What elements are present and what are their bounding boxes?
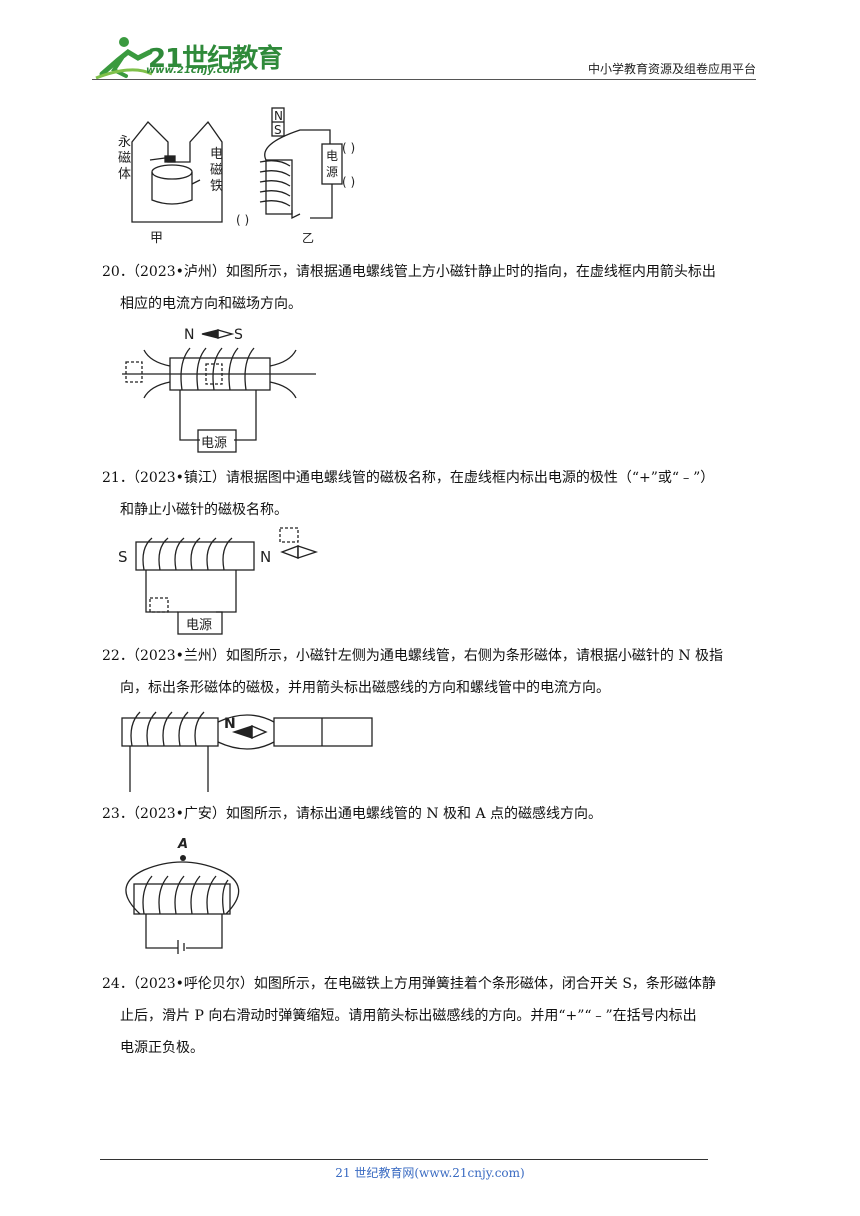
- label-power-2: 源: [326, 165, 338, 179]
- question-number: 24．: [102, 976, 134, 992]
- paren-top: ( ): [342, 141, 355, 155]
- question-text: （2023•泸州）如图所示，请根据通电螺线管上方小磁针静止时的指向，在虚线框内用…: [126, 264, 716, 280]
- label-permanent-3: 体: [118, 167, 131, 182]
- figure-19: 永 磁 体 电 磁 铁 甲 N S 电 源 ( ) ( ) ( ) 乙: [118, 107, 355, 246]
- paren-left: ( ): [236, 213, 249, 227]
- question-text-2: 向，标出条形磁体的磁极，并用箭头标出磁感线的方向和螺线管中的电流方向。: [120, 680, 610, 696]
- needle-s: S: [234, 327, 243, 343]
- needle-n: N: [224, 716, 236, 732]
- label-n: N: [274, 109, 283, 123]
- question-number: 21．: [102, 470, 134, 486]
- question-text: （2023•呼伦贝尔）如图所示，在电磁铁上方用弹簧挂着个条形磁体，闭合开关 S，…: [126, 976, 716, 992]
- question-text: （2023•镇江）请根据图中通电螺线管的磁极名称，在虚线框内标出电源的极性（“+…: [126, 470, 715, 486]
- pole-n: N: [260, 548, 271, 566]
- question-text-2: 止后，滑片 P 向右滑动时弹簧缩短。请用箭头标出磁感线的方向。并用“+”“﹣”在…: [120, 1008, 697, 1024]
- label-power-1: 电: [326, 149, 338, 163]
- power-label: 电源: [201, 436, 227, 451]
- question-21: 21．（2023•镇江）请根据图中通电螺线管的磁极名称，在虚线框内标出电源的极性…: [102, 462, 772, 526]
- label-electro-3: 铁: [210, 179, 223, 194]
- logo-runner-icon: [95, 37, 153, 80]
- question-23: 23．（2023•广安）如图所示，请标出通电螺线管的 N 极和 A 点的磁感线方…: [102, 798, 772, 830]
- question-number: 22．: [102, 648, 134, 664]
- footer-link[interactable]: 21 世纪教育网(www.21cnjy.com): [335, 1166, 525, 1180]
- pole-s: S: [118, 548, 128, 566]
- label-permanent-1: 永: [118, 135, 131, 150]
- logo-url: www.21cnjy.com: [146, 65, 240, 76]
- label-permanent-2: 磁: [118, 151, 131, 166]
- caption-a: 甲: [150, 231, 163, 246]
- figure-20: N S 电源: [122, 327, 316, 453]
- power-label: 电源: [186, 618, 212, 633]
- question-number: 20．: [102, 264, 134, 280]
- figure-19-a: [131, 120, 223, 223]
- label-electro-2: 磁: [210, 163, 223, 178]
- point-a: A: [177, 837, 188, 852]
- needle-n: N: [184, 327, 194, 343]
- figure-19-b: [259, 107, 343, 220]
- question-text-3: 电源正负极。: [120, 1040, 204, 1056]
- figure-21: S N 电源: [118, 527, 319, 635]
- question-20: 20．（2023•泸州）如图所示，请根据通电螺线管上方小磁针静止时的指向，在虚线…: [102, 256, 772, 320]
- figure-22: N: [121, 711, 373, 792]
- figure-23: A: [125, 837, 240, 954]
- question-text: （2023•广安）如图所示，请标出通电螺线管的 N 极和 A 点的磁感线方向。: [126, 806, 603, 822]
- question-24: 24．（2023•呼伦贝尔）如图所示，在电磁铁上方用弹簧挂着个条形磁体，闭合开关…: [102, 968, 772, 1064]
- label-s: S: [274, 123, 282, 137]
- question-text-2: 和静止小磁针的磁极名称。: [120, 502, 288, 518]
- platform-title: 中小学教育资源及组卷应用平台: [587, 62, 756, 76]
- caption-b: 乙: [302, 231, 314, 245]
- header-divider: [92, 79, 756, 80]
- footer-divider: [100, 1159, 708, 1160]
- question-text-2: 相应的电流方向和磁场方向。: [120, 296, 302, 312]
- question-22: 22．（2023•兰州）如图所示，小磁针左侧为通电螺线管，右侧为条形磁体，请根据…: [102, 640, 772, 704]
- question-text: （2023•兰州）如图所示，小磁针左侧为通电螺线管，右侧为条形磁体，请根据小磁针…: [126, 648, 724, 664]
- label-electro-1: 电: [210, 147, 223, 162]
- logo-text: 21世纪教育: [148, 44, 283, 74]
- paren-bottom: ( ): [342, 175, 355, 189]
- question-number: 23．: [102, 806, 134, 822]
